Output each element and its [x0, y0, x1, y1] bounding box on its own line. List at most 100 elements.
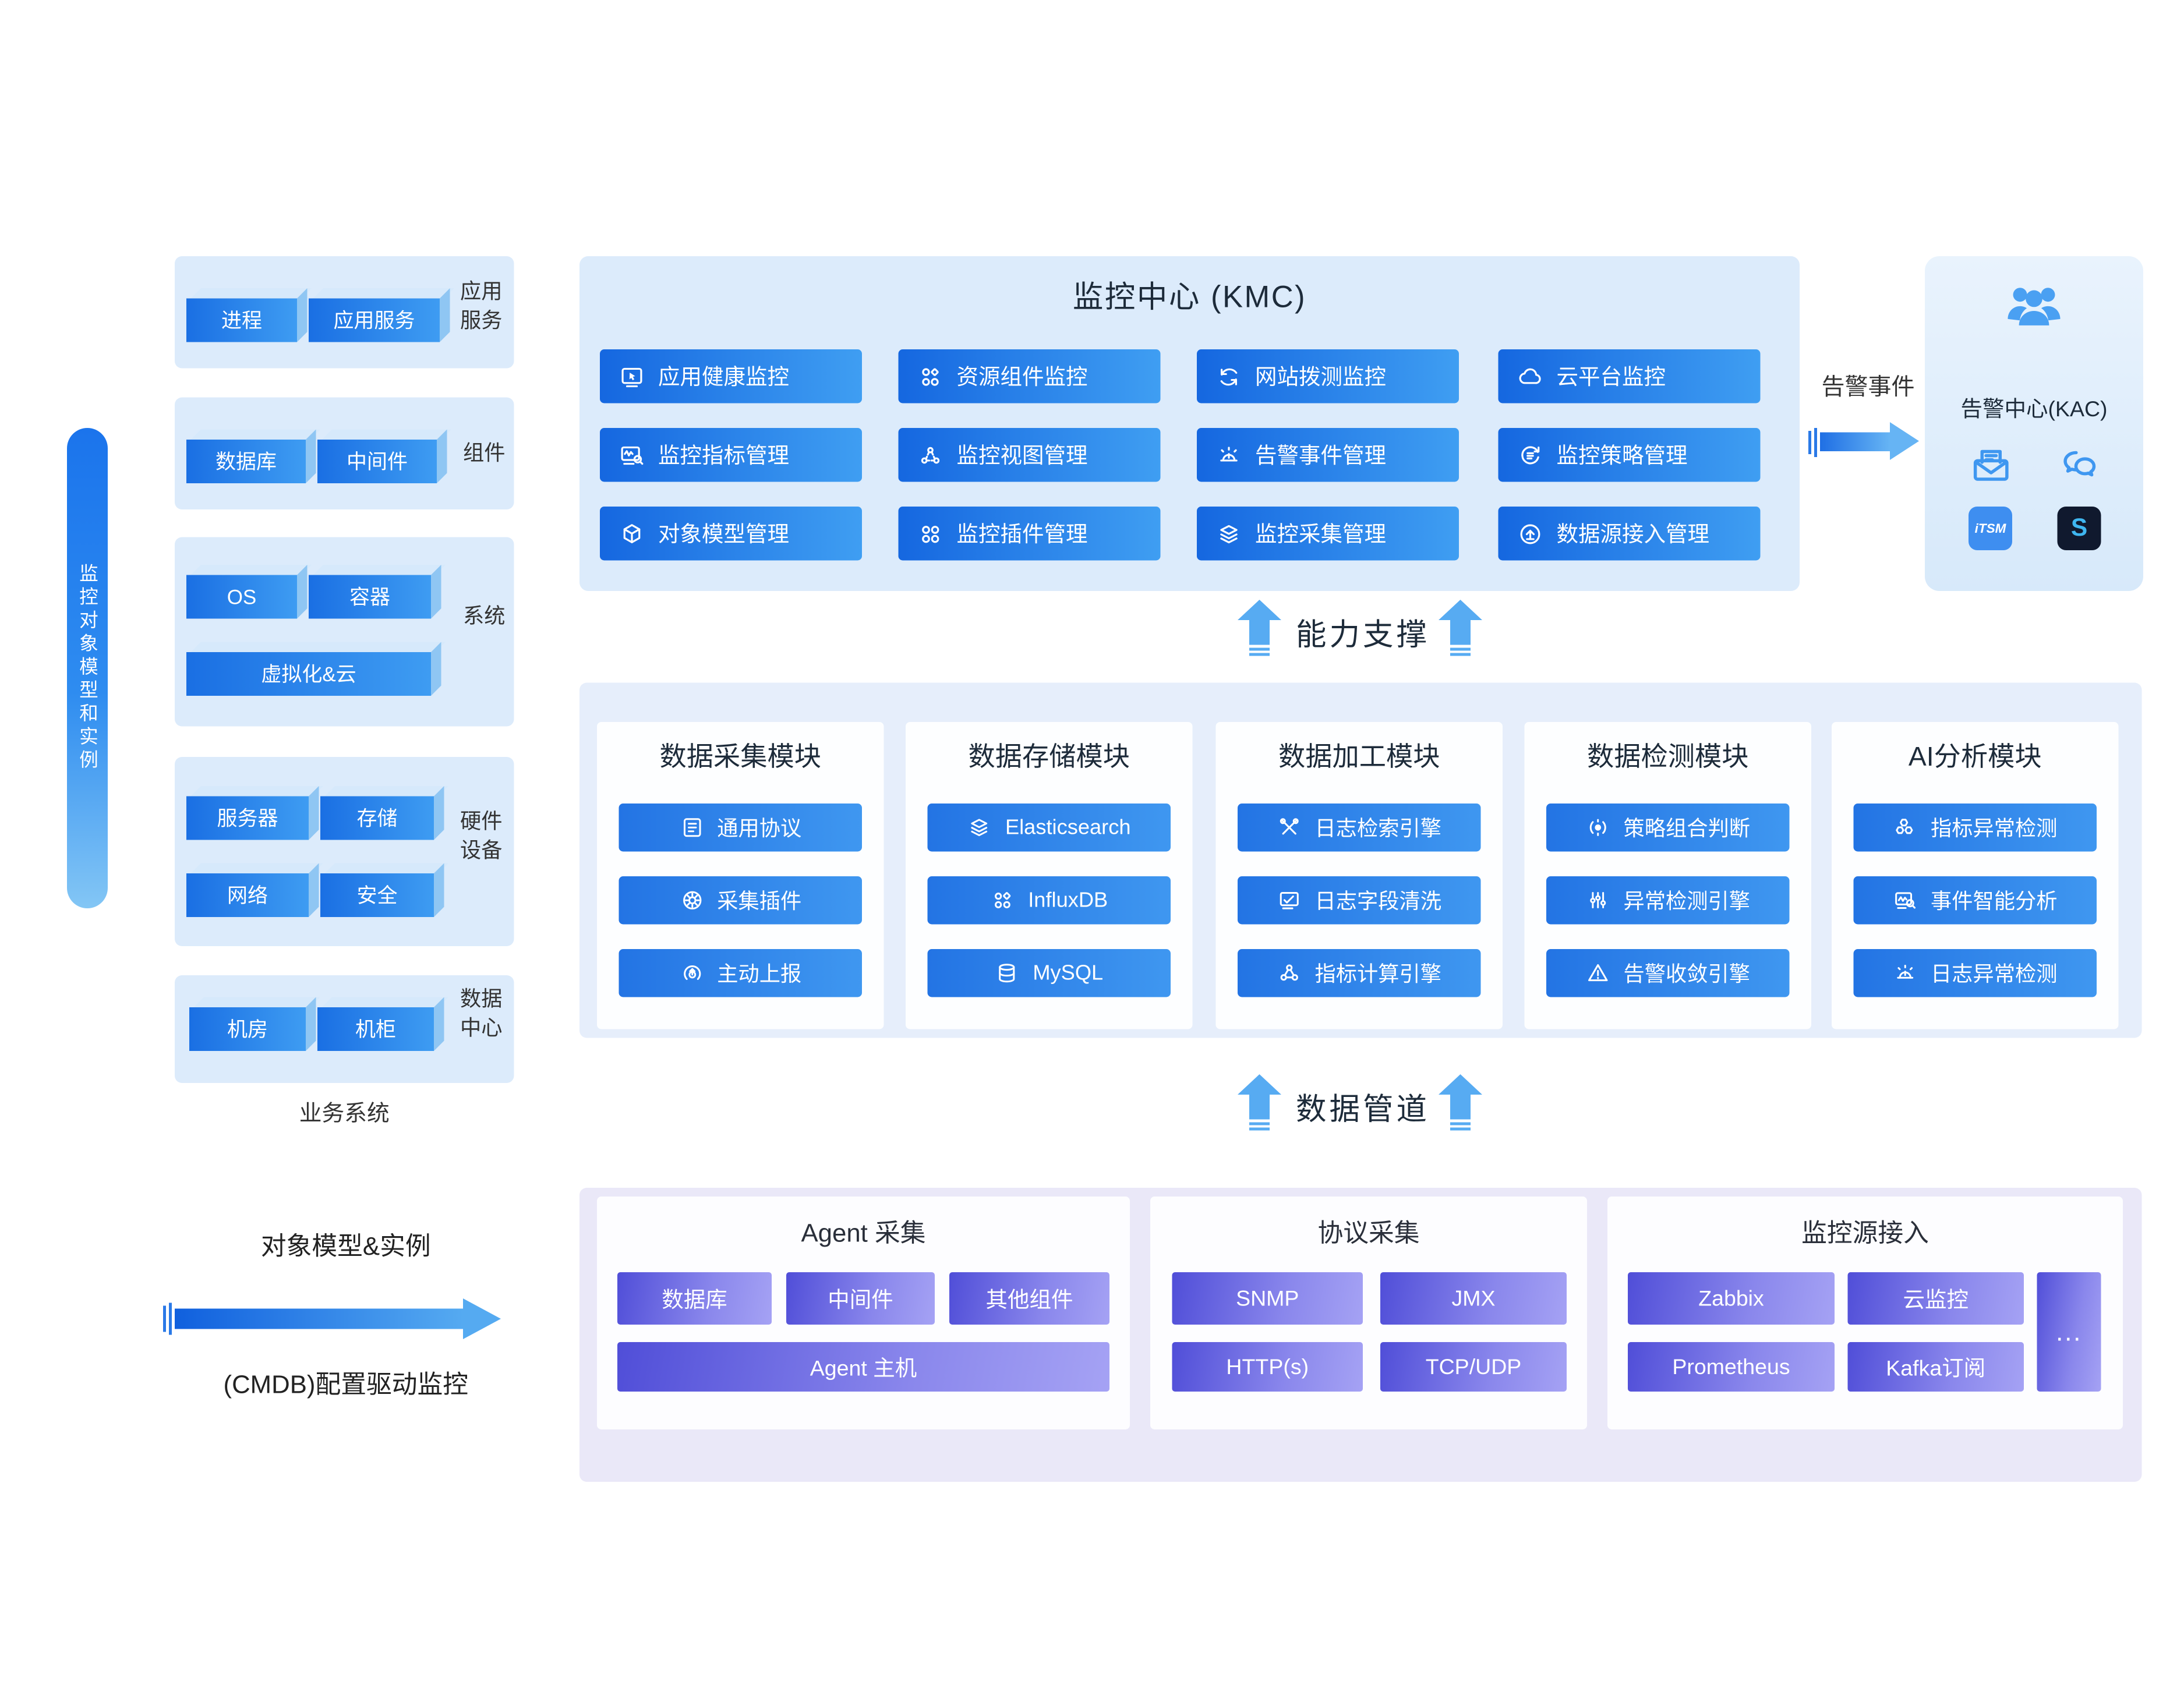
shapes-grid-icon — [917, 363, 943, 390]
group-label-component: 组件 — [463, 443, 506, 466]
box-security: 安全 — [320, 863, 448, 917]
kmc-view-management: 监控视图管理 — [898, 428, 1161, 482]
monitor-cursor-icon — [619, 363, 645, 390]
wave-search-icon — [619, 442, 645, 468]
box-cabinet: 机柜 — [317, 997, 448, 1051]
box-label: 应用服务 — [333, 309, 415, 332]
warning-triangle-icon — [1586, 961, 1611, 986]
object-model-instance-label: 对象模型&实例 — [260, 1231, 431, 1261]
alert-converge-engine-item: 告警收敛引擎 — [1546, 949, 1790, 997]
box-room: 机房 — [189, 997, 320, 1051]
up-arrow-icon — [1238, 600, 1281, 658]
kmc-cloud-platform-monitor: 云平台监控 — [1498, 349, 1761, 403]
kmc-button-label: 监控视图管理 — [956, 444, 1088, 469]
hexagons-icon — [1893, 815, 1918, 840]
up-arrow-icon — [1439, 600, 1482, 658]
module-item-label: 策略组合判断 — [1623, 818, 1751, 841]
s-logo-icon: S — [2057, 507, 2101, 550]
box-label: 存储 — [356, 806, 398, 830]
cloud-monitor-item: 云监控 — [1847, 1272, 2024, 1325]
module-item-label: 指标计算引擎 — [1314, 964, 1442, 987]
metric-anomaly-detect-item: 指标异常检测 — [1853, 804, 2097, 852]
box-label: 数据库 — [215, 449, 277, 473]
four-circles-icon — [917, 521, 943, 547]
monitor-source-title: 监控源接入 — [1801, 1218, 1929, 1248]
rings-upload-icon — [679, 961, 704, 986]
protocol-collect-title: 协议采集 — [1317, 1218, 1420, 1248]
capability-support-label: 能力支撑 — [1296, 618, 1430, 653]
module-item-label: 日志异常检测 — [1931, 964, 2058, 987]
module-item-label: 指标异常检测 — [1931, 818, 2058, 841]
kmc-object-model-management: 对象模型管理 — [600, 507, 862, 561]
box-network: 网络 — [186, 863, 323, 917]
kmc-button-label: 数据源接入管理 — [1556, 522, 1710, 548]
active-report-item: 主动上报 — [619, 949, 862, 997]
module-item-label: 采集插件 — [717, 891, 802, 914]
log-field-clean-item: 日志字段清洗 — [1238, 876, 1481, 925]
module-item-label: 通用协议 — [717, 818, 802, 841]
refresh-arrows-icon — [1216, 363, 1242, 390]
kmc-datasource-access-management: 数据源接入管理 — [1498, 507, 1761, 561]
module-title: 数据检测模块 — [1586, 741, 1749, 772]
elasticsearch-item: Elasticsearch — [927, 804, 1171, 852]
users-group-icon — [2001, 271, 2068, 338]
kmc-button-label: 网站拨测监控 — [1255, 365, 1387, 391]
box-database: 数据库 — [186, 429, 320, 483]
box-label: 虚拟化&云 — [261, 662, 356, 686]
box-label: 进程 — [221, 309, 262, 332]
cloud-icon — [1517, 363, 1543, 390]
collect-plugin-item: 采集插件 — [619, 876, 862, 925]
alert-event-label: 告警事件 — [1821, 376, 1915, 401]
tcp-udp-item: TCP/UDP — [1380, 1342, 1567, 1392]
kmc-button-label: 应用健康监控 — [658, 365, 790, 391]
eye-icon — [1586, 815, 1611, 840]
box-label: 容器 — [349, 585, 390, 608]
module-item-label: InfluxDB — [1028, 889, 1108, 912]
kmc-plugin-management: 监控插件管理 — [898, 507, 1161, 561]
box-os: OS — [186, 565, 312, 619]
alert-event-arrow — [1820, 432, 1890, 451]
module-item-label: 事件智能分析 — [1931, 891, 2058, 914]
siren-icon — [1893, 961, 1918, 986]
kmc-collection-management: 监控采集管理 — [1197, 507, 1459, 561]
box-label: 中间件 — [347, 449, 408, 473]
kafka-subscribe-item: Kafka订阅 — [1847, 1342, 2024, 1392]
alert-event-arrow-head — [1890, 422, 1919, 460]
module-title: 数据采集模块 — [659, 741, 821, 772]
box-label: OS — [227, 585, 257, 608]
module-item-label: 日志检索引擎 — [1314, 818, 1442, 841]
kmc-app-health-monitor: 应用健康监控 — [600, 349, 862, 403]
https-item: HTTP(s) — [1172, 1342, 1363, 1392]
box-label: 机柜 — [355, 1017, 396, 1041]
kmc-metric-management: 监控指标管理 — [600, 428, 862, 482]
module-item-label: 告警收敛引擎 — [1623, 964, 1751, 987]
kmc-resource-component-monitor: 资源组件监控 — [898, 349, 1161, 403]
up-arrow-icon — [1238, 1074, 1281, 1132]
anomaly-detect-engine-item: 异常检测引擎 — [1546, 876, 1790, 925]
network-nodes-icon — [917, 442, 943, 468]
module-title: AI分析模块 — [1908, 741, 2042, 772]
prometheus-item: Prometheus — [1628, 1342, 1835, 1392]
box-label: 服务器 — [217, 806, 278, 830]
box-app-service: 应用服务 — [309, 288, 454, 342]
zabbix-item: Zabbix — [1628, 1272, 1835, 1325]
data-pipeline-label: 数据管道 — [1296, 1093, 1430, 1127]
event-intelligent-analysis-item: 事件智能分析 — [1853, 876, 2097, 925]
box-label: 安全 — [356, 883, 398, 907]
itsm-badge-icon: iTSM — [1969, 507, 2012, 550]
kmc-website-probe-monitor: 网站拨测监控 — [1197, 349, 1459, 403]
group-label-datacenter: 数据中心 — [460, 988, 503, 1040]
kmc-button-label: 监控插件管理 — [956, 522, 1088, 548]
more-dots-item: ... — [2037, 1272, 2101, 1392]
box-middleware: 中间件 — [317, 429, 451, 483]
siren-icon — [1216, 442, 1242, 468]
influxdb-item: InfluxDB — [927, 876, 1171, 925]
kmc-button-label: 告警事件管理 — [1255, 444, 1387, 469]
layers-icon — [967, 815, 992, 840]
crossed-tools-icon — [1277, 815, 1302, 840]
log-anomaly-detect-item: 日志异常检测 — [1853, 949, 2097, 997]
database-icon — [995, 961, 1020, 986]
box-container: 容器 — [309, 565, 446, 619]
box-virtualization-cloud: 虚拟化&云 — [186, 642, 446, 696]
upload-circle-icon — [1517, 521, 1543, 547]
